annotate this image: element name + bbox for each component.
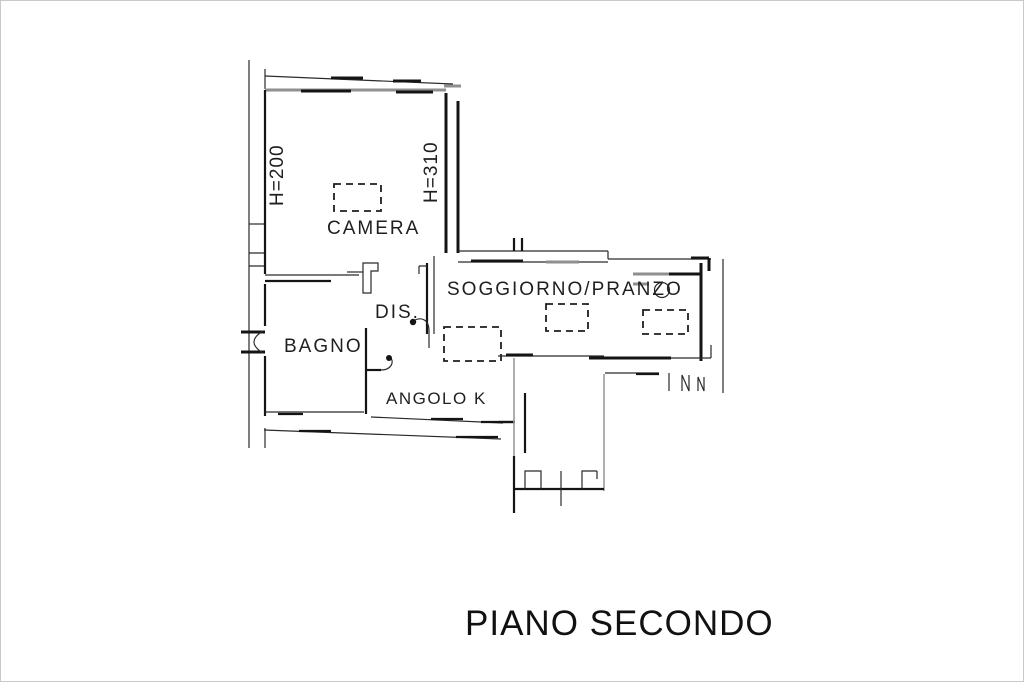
door-bagno-icon [367, 355, 393, 372]
boundary-left [248, 60, 266, 448]
chimney-icon [512, 238, 524, 251]
room-label-bagno: BAGNO [284, 336, 363, 357]
stairwell-walls [498, 353, 605, 513]
soggiorno-top-walls [458, 250, 711, 276]
room-label-camera: CAMERA [327, 218, 420, 239]
entrance-marks-icon [668, 373, 705, 392]
room-label-dis: DIS. [375, 302, 420, 323]
column-icon [633, 281, 671, 299]
angolo-bottom-walls [263, 416, 514, 440]
skylight-soggiorno-right-icon [642, 309, 689, 335]
height-label-h310: H=310 [421, 141, 442, 203]
plan-title: PIANO SECONDO [465, 604, 774, 643]
skylight-soggiorno-center-icon [545, 303, 589, 332]
camera-walls [263, 88, 460, 283]
height-label-h200: H=200 [267, 144, 288, 206]
room-label-angolo-k: ANGOLO K [386, 389, 487, 408]
roof-eave-line [264, 75, 461, 88]
soggiorno-right-walls [589, 259, 724, 393]
skylight-camera-icon [333, 183, 382, 212]
door-camera-icon [347, 262, 379, 294]
stairwell-notches [524, 470, 598, 506]
room-label-soggiorno: SOGGIORNO/PRANZO [447, 279, 683, 300]
door-angolo-icon [409, 318, 430, 348]
skylight-angolo-icon [443, 326, 502, 362]
bagno-walls [263, 284, 368, 416]
window-bagno-icon [241, 330, 265, 354]
